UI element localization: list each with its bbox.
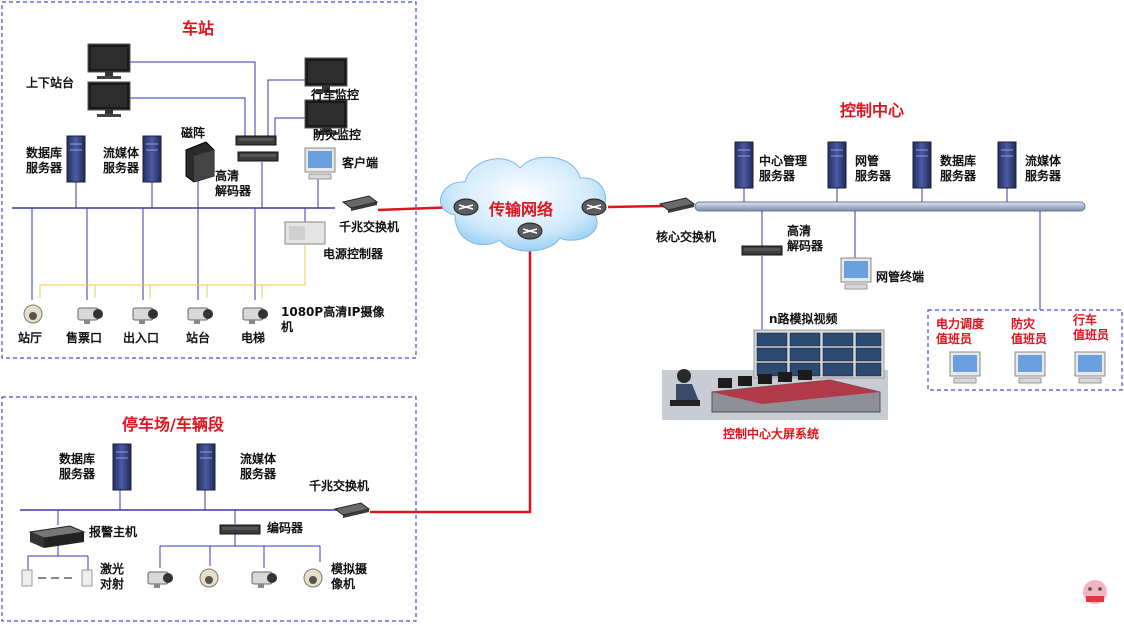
station-gigabit-switch bbox=[342, 195, 378, 212]
disk-array bbox=[185, 141, 215, 183]
control-center-title: 控制中心 bbox=[840, 101, 905, 120]
center-mgmt-server bbox=[734, 141, 754, 189]
operator-pc-power bbox=[949, 351, 981, 384]
camera-ticket bbox=[77, 307, 104, 325]
camera-platform bbox=[187, 307, 214, 325]
transport-links bbox=[370, 204, 669, 514]
control-drops bbox=[743, 188, 1041, 330]
client-pc bbox=[304, 147, 336, 180]
alarm-host bbox=[28, 525, 86, 548]
laser-label: 激光 对射 bbox=[100, 562, 125, 591]
camera-label-hall: 站厅 bbox=[18, 331, 43, 345]
platform-monitor-2 bbox=[87, 81, 131, 118]
operators-region bbox=[927, 309, 1123, 391]
platform-monitors-label: 上下站台 bbox=[26, 76, 75, 90]
camera-label-entrance: 出入口 bbox=[123, 331, 160, 345]
nms-terminal-label: 网管终端 bbox=[876, 270, 925, 284]
camera-type-label: 1080P高清IP摄像 机 bbox=[281, 305, 385, 334]
monitor-wiring bbox=[130, 61, 305, 140]
depot-db-server-label: 数据库 服务器 bbox=[59, 452, 96, 481]
platform-monitor-1 bbox=[87, 43, 131, 80]
camera-label-ticket: 售票口 bbox=[66, 331, 103, 345]
camera-label-elevator: 电梯 bbox=[241, 331, 266, 345]
center-db-server-label: 数据库 服务器 bbox=[940, 154, 977, 183]
center-media-server-label: 流媒体 服务器 bbox=[1025, 154, 1062, 183]
nms-server bbox=[827, 141, 847, 189]
disk-array-label: 磁阵 bbox=[181, 126, 206, 140]
laser-beam bbox=[21, 569, 93, 587]
watermark-mascot bbox=[1083, 580, 1107, 604]
core-switch bbox=[659, 197, 695, 214]
depot-title: 停车场/车辆段 bbox=[122, 415, 224, 434]
station-hd-decoder-1 bbox=[235, 135, 277, 146]
operator-pc-fire bbox=[1014, 351, 1046, 384]
operator-label-train: 行车 值班员 bbox=[1073, 313, 1110, 342]
station-hd-decoder-label: 高清 解码器 bbox=[215, 169, 252, 198]
analog-camera-label: 模拟摄 像机 bbox=[331, 562, 368, 591]
network-label: 传输网络 bbox=[489, 200, 554, 219]
router-bottom bbox=[517, 222, 543, 240]
analog-camera-3 bbox=[251, 571, 278, 589]
encoder-label: 编码器 bbox=[267, 521, 304, 535]
control-bus bbox=[694, 201, 1086, 212]
router-right bbox=[581, 198, 607, 216]
station-title: 车站 bbox=[182, 19, 215, 38]
station-region bbox=[1, 1, 417, 359]
camera-entrance bbox=[132, 307, 159, 325]
depot-switch-label: 千兆交换机 bbox=[309, 479, 370, 493]
analog-camera-4 bbox=[303, 568, 323, 588]
fire-monitor-label: 防灾监控 bbox=[313, 128, 362, 142]
station-hd-decoder-2 bbox=[237, 151, 279, 162]
videowall-label: 控制中心大屏系统 bbox=[723, 427, 820, 441]
center-mgmt-server-label: 中心管理 服务器 bbox=[759, 154, 808, 183]
operator-label-fire: 防灾 值班员 bbox=[1011, 317, 1048, 346]
depot-gigabit-switch bbox=[334, 502, 370, 519]
operator-label-power: 电力调度 值班员 bbox=[936, 317, 985, 346]
camera-hall bbox=[23, 304, 43, 324]
analog-video-label: n路模拟视频 bbox=[769, 312, 838, 326]
station-media-server-label: 流媒体 服务器 bbox=[103, 146, 140, 175]
client-label: 客户端 bbox=[342, 156, 379, 170]
core-switch-label: 核心交换机 bbox=[656, 230, 717, 244]
station-media-server bbox=[142, 135, 162, 183]
transport-cloud bbox=[440, 156, 607, 252]
depot-media-server bbox=[196, 443, 216, 491]
center-db-server bbox=[912, 141, 932, 189]
camera-power-lines bbox=[39, 245, 306, 298]
depot-region bbox=[1, 396, 417, 622]
nms-server-label: 网管 服务器 bbox=[855, 154, 892, 183]
center-media-server bbox=[997, 141, 1017, 189]
station-switch-label: 千兆交换机 bbox=[339, 220, 400, 234]
depot-media-server-label: 流媒体 服务器 bbox=[240, 452, 277, 481]
nms-terminal-pc bbox=[840, 257, 872, 290]
power-controller-label: 电源控制器 bbox=[323, 247, 384, 261]
center-hd-decoder bbox=[741, 245, 783, 256]
operator-pc-train bbox=[1074, 351, 1106, 384]
depot-drops bbox=[27, 490, 321, 570]
analog-camera-1 bbox=[147, 571, 174, 589]
analog-camera-2 bbox=[199, 568, 219, 588]
camera-label-platform: 站台 bbox=[186, 331, 211, 345]
station-drops bbox=[31, 162, 319, 300]
depot-db-server bbox=[112, 443, 132, 491]
station-db-server-label: 数据库 服务器 bbox=[26, 146, 63, 175]
videowall-system bbox=[662, 329, 888, 420]
camera-elevator bbox=[242, 307, 269, 325]
encoder bbox=[219, 524, 261, 535]
center-hd-decoder-label: 高清 解码器 bbox=[787, 224, 824, 253]
train-monitor-label: 行车监控 bbox=[311, 88, 360, 102]
power-controller bbox=[284, 221, 326, 245]
router-left bbox=[453, 198, 479, 216]
alarm-host-label: 报警主机 bbox=[89, 525, 138, 539]
station-db-server bbox=[66, 135, 86, 183]
